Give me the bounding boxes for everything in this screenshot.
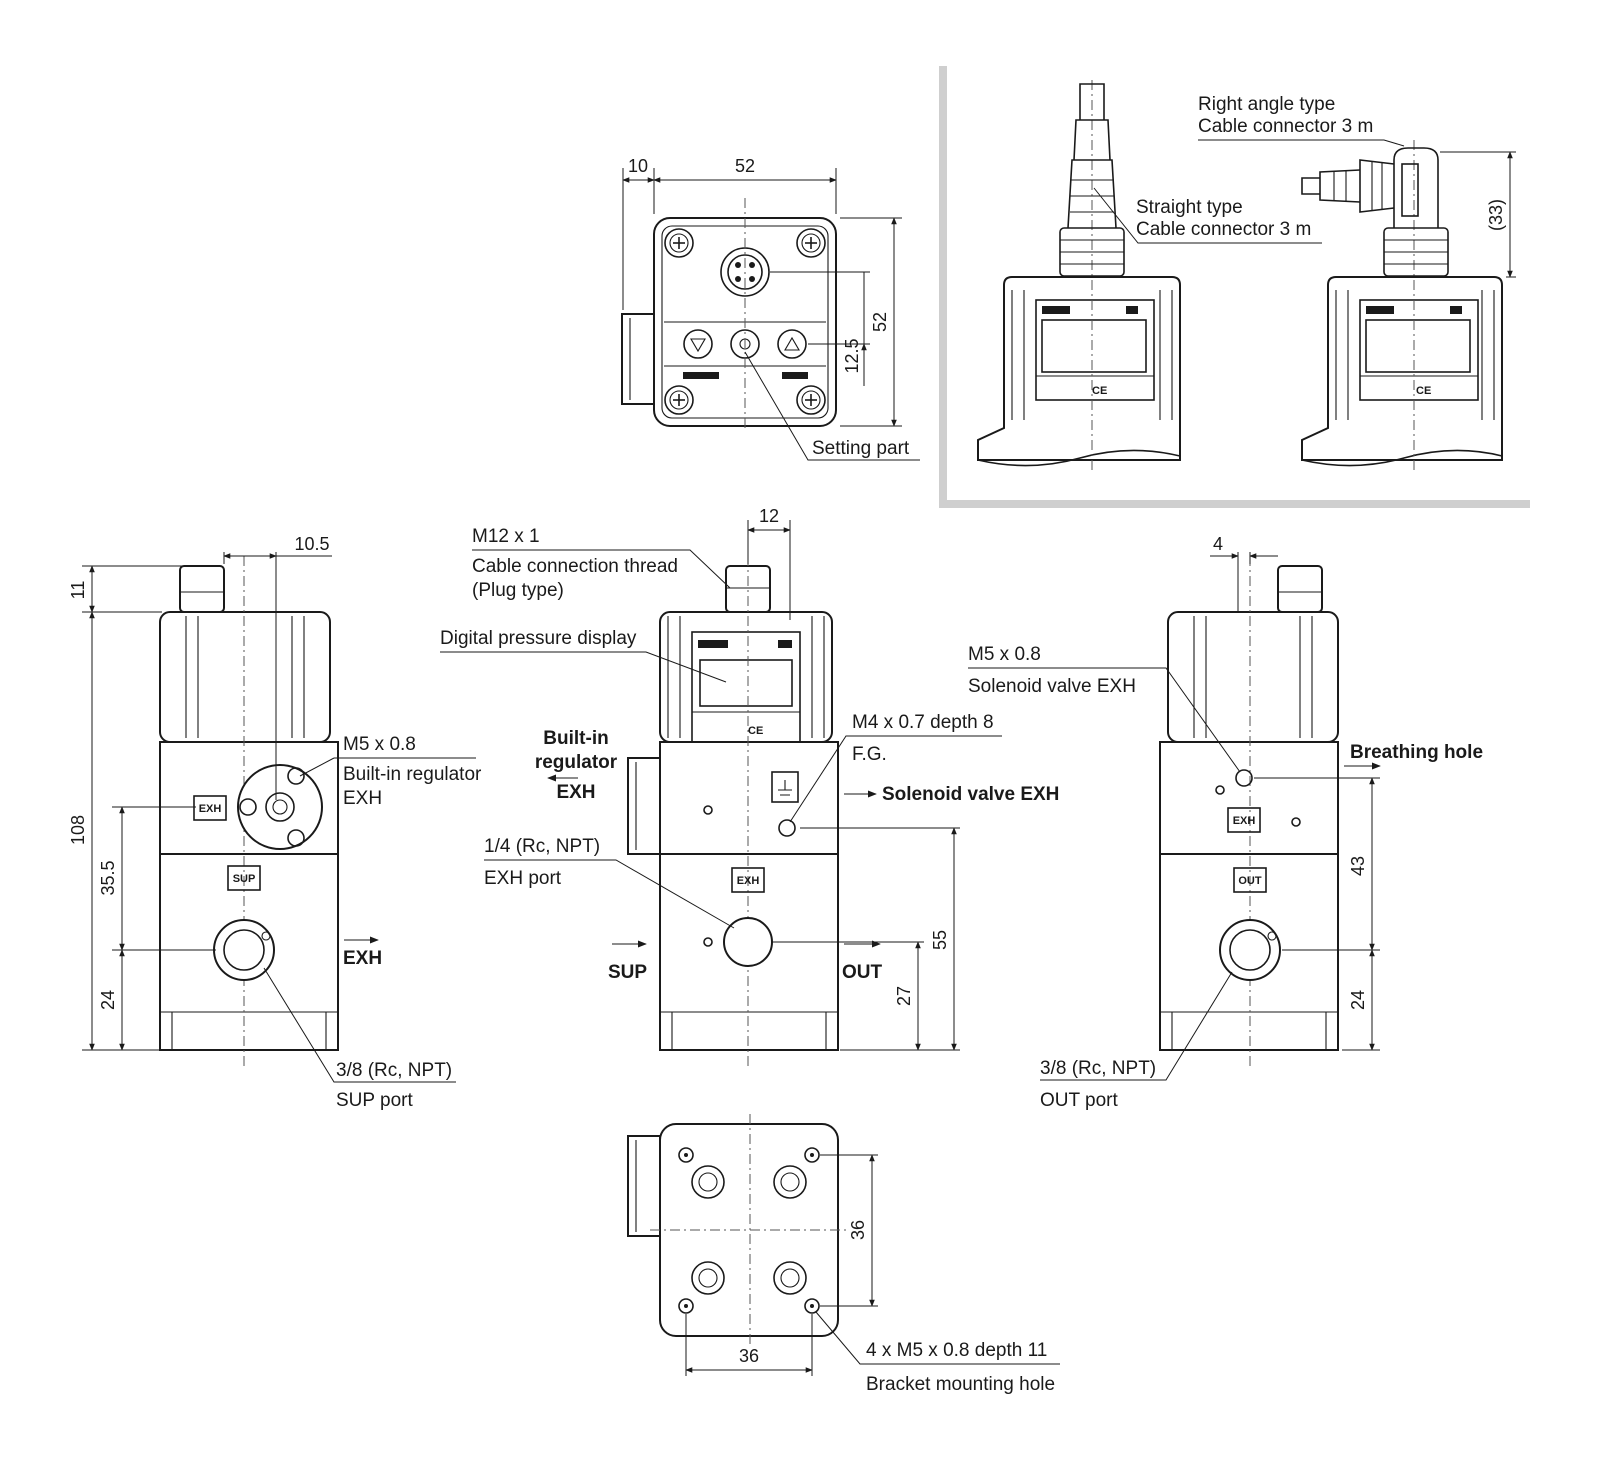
dim-24: 24 [1348, 990, 1368, 1010]
dim-10-5: 10.5 [294, 534, 329, 554]
dim-11: 11 [68, 581, 88, 600]
dim-36-vertical: 36 [848, 1220, 868, 1240]
m12-line2: Cable connection thread [472, 556, 678, 577]
out-port-line1: 3/8 (Rc, NPT) [1040, 1058, 1156, 1079]
mounting-hole-icon [678, 1298, 694, 1314]
dim-33: (33) [1486, 199, 1506, 231]
up-button-icon [777, 329, 807, 359]
ce-mark-icon: CE [748, 725, 763, 737]
m4-line2: F.G. [852, 744, 887, 765]
right-angle-connector-unit: CE [1301, 140, 1503, 470]
counterbore-hole-icon [773, 1165, 807, 1199]
sup-label: SUP [608, 962, 647, 983]
badge-exh: EXH [1233, 815, 1256, 827]
down-button-icon [683, 329, 713, 359]
badge-out: OUT [1238, 875, 1262, 887]
connector-options-panel: CE CE [939, 66, 1530, 508]
regulator-disc-icon [237, 764, 323, 850]
builtin-line1: Built-in [543, 728, 608, 749]
dim-4: 4 [1213, 534, 1223, 554]
screw-icon [796, 385, 826, 415]
dim-108: 108 [68, 815, 88, 845]
digital-display-icon [699, 659, 793, 707]
dim-43: 43 [1348, 856, 1368, 876]
badge-exh: EXH [737, 875, 760, 887]
straight-connector-unit: CE [977, 80, 1181, 470]
straight-label-line1: Straight type [1136, 197, 1243, 218]
counterbore-hole-icon [691, 1165, 725, 1199]
top-view: 10 52 52 12.5 Setting part [621, 156, 920, 461]
fg-terminal-icon [771, 771, 799, 803]
m12-line1: M12 x 1 [472, 526, 540, 547]
panel-border [939, 66, 1530, 508]
screw-icon [664, 385, 694, 415]
mounting-hole-icon [804, 1147, 820, 1163]
badge-exh: EXH [199, 803, 222, 815]
m5-line2: Solenoid valve EXH [968, 676, 1136, 697]
builtin-line3: EXH [556, 782, 595, 803]
mounting-hole-icon [678, 1147, 694, 1163]
exh-port-line1: 1/4 (Rc, NPT) [484, 836, 600, 857]
bottom-view: 36 36 4 x M5 x 0.8 depth 11 Bracket moun… [627, 1114, 1060, 1395]
connector-plug-icon [179, 565, 225, 613]
exh-port-line2: EXH port [484, 868, 562, 889]
regulator-exh-line1: Built-in regulator [343, 764, 482, 785]
regulator-exh-line2: EXH [343, 788, 382, 809]
straight-label-line2: Cable connector 3 m [1136, 219, 1311, 240]
sup-port-icon [213, 919, 275, 981]
right-angle-label-line2: Cable connector 3 m [1198, 116, 1373, 137]
counterbore-hole-icon [691, 1261, 725, 1295]
lock-marking [782, 372, 808, 379]
dim-12-5: 12.5 [842, 338, 862, 373]
connector-plug-icon [1277, 565, 1323, 613]
out-port-icon [1219, 919, 1281, 981]
dim-24: 24 [98, 990, 118, 1010]
display-label: Digital pressure display [440, 628, 637, 649]
builtin-line2: regulator [535, 752, 618, 773]
setting-part-label: Setting part [812, 438, 910, 459]
screw-icon [796, 228, 826, 258]
m5-line1: M5 x 0.8 [968, 644, 1041, 665]
front-view: CE EXH 12 M12 x 1 Cable connection threa… [440, 506, 1059, 1068]
sup-port-line2: SUP port [336, 1090, 413, 1111]
breathing-hole-label: Breathing hole [1350, 742, 1483, 763]
ce-mark-icon: CE [1416, 385, 1431, 397]
top-view-side-block [621, 313, 655, 405]
right-side-view: EXH OUT 4 M5 x 0.8 Solenoid valve EXH Br… [968, 534, 1483, 1111]
dim-27: 27 [894, 986, 914, 1006]
m5-label: M5 x 0.8 [343, 734, 416, 755]
regulator-block-icon [627, 757, 661, 855]
exh-arrow-label: EXH [343, 948, 382, 969]
sup-port-line1: 3/8 (Rc, NPT) [336, 1060, 452, 1081]
left-side-view: EXH SUP 10.5 11 108 35.5 24 M5 x 0.8 Bui… [68, 534, 482, 1111]
dim-52-width: 52 [735, 156, 755, 176]
mounting-hole-icon [804, 1298, 820, 1314]
dim-35-5: 35.5 [98, 860, 118, 895]
ce-mark-icon: CE [1092, 385, 1107, 397]
dim-55: 55 [930, 930, 950, 950]
screw-icon [664, 228, 694, 258]
m4-line1: M4 x 0.7 depth 8 [852, 712, 994, 733]
solenoid-exh-label: Solenoid valve EXH [882, 784, 1059, 805]
dim-52-height: 52 [870, 312, 890, 332]
unlock-marking [683, 372, 719, 379]
exh-port-icon [723, 917, 773, 967]
m12-line3: (Plug type) [472, 580, 564, 601]
mount-line2: Bracket mounting hole [866, 1374, 1055, 1395]
dim-10: 10 [628, 156, 648, 176]
dim-12: 12 [759, 506, 779, 526]
right-angle-label-line1: Right angle type [1198, 94, 1335, 115]
counterbore-hole-icon [773, 1261, 807, 1295]
out-label: OUT [842, 962, 883, 983]
out-port-line2: OUT port [1040, 1090, 1119, 1111]
mount-line1: 4 x M5 x 0.8 depth 11 [866, 1340, 1047, 1361]
badge-sup: SUP [233, 873, 256, 885]
dim-36-horizontal: 36 [739, 1346, 759, 1366]
